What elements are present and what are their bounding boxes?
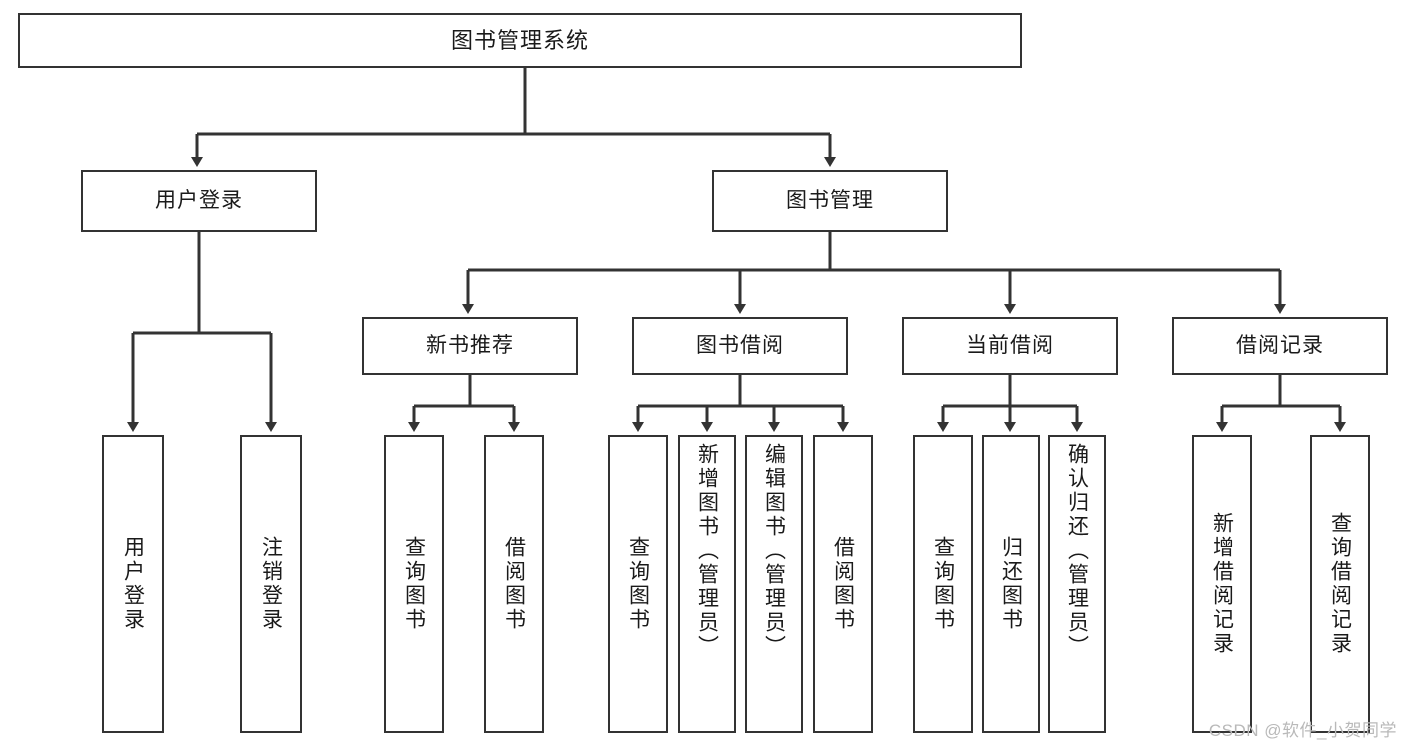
node-user-login[interactable]: 用户登录 — [81, 170, 317, 232]
leaf-return-book[interactable]: 归还图书 — [982, 435, 1040, 733]
leaf-query-book-current[interactable]: 查询图书 — [913, 435, 973, 733]
leaf-user-login[interactable]: 用户登录 — [102, 435, 164, 733]
leaf-query-borrow-record[interactable]: 查询借阅记录 — [1310, 435, 1370, 733]
node-label: 借阅记录 — [1236, 333, 1324, 357]
leaf-label: 借阅图书 — [502, 536, 526, 632]
leaf-add-book-admin[interactable]: 新增图书（管理员） — [678, 435, 736, 733]
leaf-label: 用户登录 — [121, 536, 145, 632]
leaf-label: 新增图书（管理员） — [695, 443, 719, 659]
node-label: 用户登录 — [155, 188, 243, 212]
node-borrow-records[interactable]: 借阅记录 — [1172, 317, 1388, 375]
leaf-label: 注销登录 — [259, 536, 283, 632]
leaf-borrow-book[interactable]: 借阅图书 — [813, 435, 873, 733]
leaf-label: 确认归还（管理员） — [1065, 443, 1089, 659]
node-label: 当前借阅 — [966, 333, 1054, 357]
leaf-label: 查询图书 — [402, 536, 426, 632]
leaf-confirm-return-admin[interactable]: 确认归还（管理员） — [1048, 435, 1106, 733]
node-book-borrow[interactable]: 图书借阅 — [632, 317, 848, 375]
leaf-label: 查询图书 — [931, 536, 955, 632]
leaf-borrow-book-recommend[interactable]: 借阅图书 — [484, 435, 544, 733]
node-root-system[interactable]: 图书管理系统 — [18, 13, 1022, 68]
leaf-query-book-borrow[interactable]: 查询图书 — [608, 435, 668, 733]
leaf-logout[interactable]: 注销登录 — [240, 435, 302, 733]
leaf-label: 借阅图书 — [831, 536, 855, 632]
leaf-label: 编辑图书（管理员） — [762, 443, 786, 659]
leaf-label: 新增借阅记录 — [1210, 512, 1234, 656]
node-label: 新书推荐 — [426, 333, 514, 357]
leaf-query-book-recommend[interactable]: 查询图书 — [384, 435, 444, 733]
node-book-management[interactable]: 图书管理 — [712, 170, 948, 232]
leaf-label: 查询借阅记录 — [1328, 512, 1352, 656]
node-current-borrow[interactable]: 当前借阅 — [902, 317, 1118, 375]
leaf-label: 查询图书 — [626, 536, 650, 632]
node-label: 图书管理系统 — [450, 27, 589, 53]
watermark-text: CSDN @软件_小贺同学 — [1208, 721, 1397, 740]
leaf-add-borrow-record[interactable]: 新增借阅记录 — [1192, 435, 1252, 733]
node-label: 图书管理 — [786, 188, 874, 212]
leaf-label: 归还图书 — [999, 536, 1023, 632]
node-label: 图书借阅 — [696, 333, 784, 357]
leaf-edit-book-admin[interactable]: 编辑图书（管理员） — [745, 435, 803, 733]
node-new-book-recommend[interactable]: 新书推荐 — [362, 317, 578, 375]
